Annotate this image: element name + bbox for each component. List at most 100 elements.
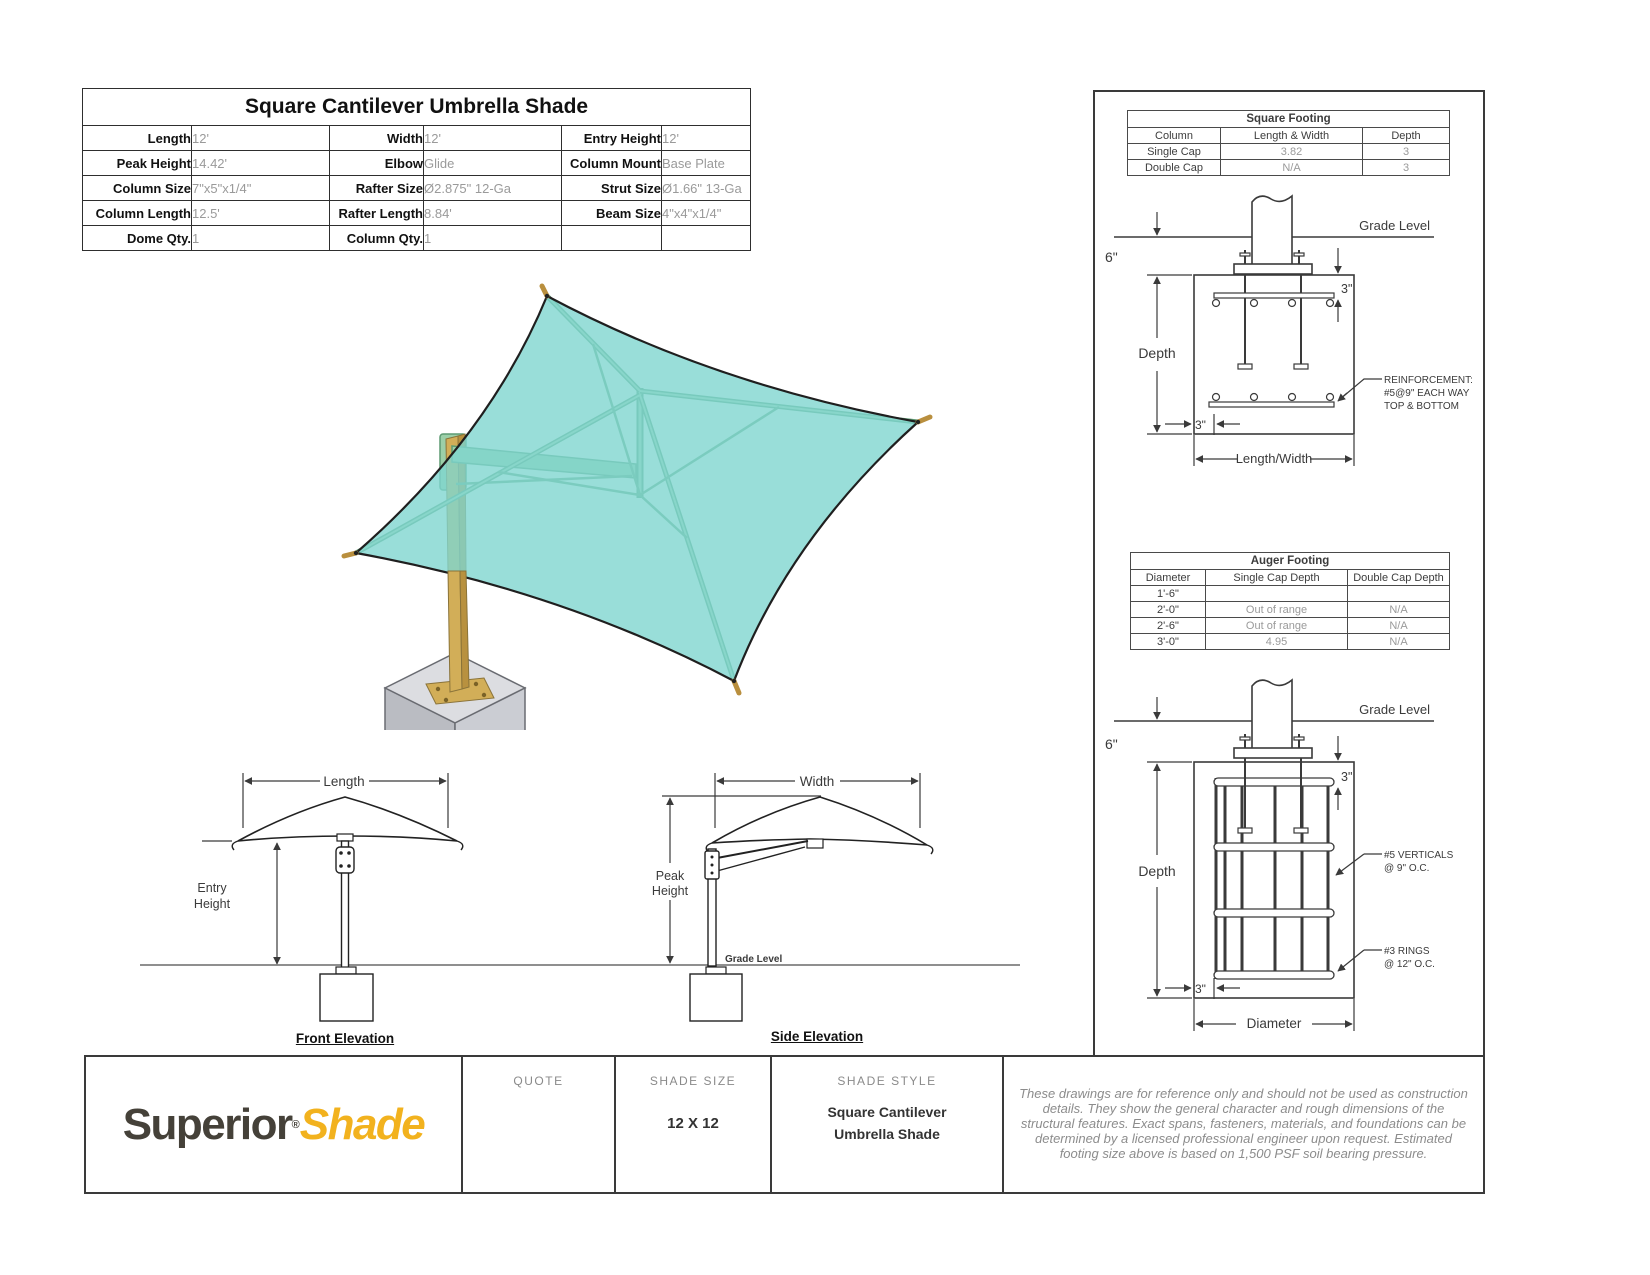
square-footing-title: Square Footing <box>1127 110 1450 128</box>
depth-dim: Depth <box>1138 345 1175 361</box>
row-label: 1'-6" <box>1130 585 1206 602</box>
canopy <box>354 294 920 683</box>
three-inch-bottom-dim: 3" <box>1195 418 1206 432</box>
rebar-verticals <box>1214 778 1330 979</box>
logo-superior: Superior <box>122 1099 293 1149</box>
row-label: 2'-0" <box>1130 601 1206 618</box>
spec-value: Ø1.66" 13-Ga <box>660 175 752 201</box>
square-footing-panel: Square Footing Column Length & Width Dep… <box>1093 90 1485 530</box>
three-inch-top-dim: 3" <box>1341 282 1352 296</box>
grade-level-label: Grade Level <box>1359 702 1430 717</box>
spec-label: Entry Height <box>561 125 662 151</box>
cell-value <box>1347 585 1450 602</box>
entry-height-label-1: Entry <box>197 881 227 895</box>
cell-value: Out of range <box>1205 601 1348 618</box>
spec-value: 4"x4"x1/4" <box>660 200 752 226</box>
spec-label: Length <box>82 125 192 151</box>
corner-points <box>353 293 921 684</box>
spec-value <box>660 225 752 251</box>
spec-value: 12' <box>660 125 752 151</box>
col-header: Double Cap Depth <box>1347 569 1450 586</box>
width-dim-label: Width <box>800 774 835 789</box>
row-label: 2'-6" <box>1130 617 1206 634</box>
grade-line <box>140 964 1020 966</box>
umbrella-3d-render <box>341 283 933 730</box>
peak-height-label-1: Peak <box>656 869 685 883</box>
col-header: Length & Width <box>1220 127 1363 144</box>
spec-value: Base Plate <box>660 150 752 176</box>
spec-label: Elbow <box>329 150 424 176</box>
side-elevation-caption: Side Elevation <box>770 1029 864 1044</box>
spec-value: 1 <box>191 225 330 251</box>
column <box>707 848 717 967</box>
hub <box>806 838 824 849</box>
rings-note-2: @ 12" O.C. <box>1384 959 1435 970</box>
cell-value: 4.95 <box>1205 633 1348 650</box>
quote-label: QUOTE <box>513 1074 564 1088</box>
spec-label: Column Length <box>82 200 192 226</box>
spec-value: 12.5' <box>191 200 330 226</box>
rings-note-1: #3 RINGS <box>1384 946 1430 957</box>
length-dim-label: Length <box>323 774 364 789</box>
footing-block <box>689 973 743 1022</box>
logo-cell: Superior®Shade <box>86 1057 461 1192</box>
auger-footing-diagram: Grade Level <box>1105 678 1454 1031</box>
auger-footing-panel: Auger Footing Diameter Single Cap Depth … <box>1093 526 1485 1057</box>
spec-value: 7"x5"x1/4" <box>191 175 330 201</box>
six-inch-dim: 6" <box>1105 736 1118 752</box>
cell-value: N/A <box>1347 617 1450 634</box>
spec-label: Width <box>329 125 424 151</box>
reinforcement-note-3: TOP & BOTTOM <box>1384 401 1459 412</box>
shade-size-cell: SHADE SIZE 12 X 12 <box>614 1057 770 1192</box>
shade-style-cell: SHADE STYLE Square Cantilever Umbrella S… <box>770 1057 1002 1192</box>
spec-label: Rafter Length <box>329 200 424 226</box>
cell-value: 3.82 <box>1220 143 1363 160</box>
cell-value: 3 <box>1362 143 1450 160</box>
auger-footing-table: Auger Footing Diameter Single Cap Depth … <box>1130 552 1450 650</box>
cell-value: Out of range <box>1205 617 1348 634</box>
grade-level-label: Grade Level <box>725 954 782 965</box>
shade-size-value: 12 X 12 <box>667 1115 719 1132</box>
spec-label: Rafter Size <box>329 175 424 201</box>
diameter-dim: Diameter <box>1247 1016 1302 1031</box>
col-header: Single Cap Depth <box>1205 569 1348 586</box>
grade-level-label: Grade Level <box>1359 218 1430 233</box>
spec-label: Column Mount <box>561 150 662 176</box>
registered-mark: ® <box>291 1118 300 1131</box>
cell-value: N/A <box>1347 633 1450 650</box>
spec-label: Strut Size <box>561 175 662 201</box>
spec-value: 8.84' <box>423 200 562 226</box>
spec-value: Glide <box>423 150 562 176</box>
spec-table: Square Cantilever Umbrella Shade Length … <box>81 88 752 251</box>
cell-value: 3 <box>1362 159 1450 176</box>
front-elevation-caption: Front Elevation <box>295 1031 395 1046</box>
row-label: Double Cap <box>1127 159 1221 176</box>
title-block: Superior®Shade QUOTE SHADE SIZE 12 X 12 … <box>84 1055 1485 1194</box>
spec-value: 12' <box>191 125 330 151</box>
side-elevation-drawing: Width Peak Height Grade Level <box>652 773 934 1022</box>
spec-label: Peak Height <box>82 150 192 176</box>
row-label: 3'-0" <box>1130 633 1206 650</box>
spec-label: Column Size <box>82 175 192 201</box>
col-header: Depth <box>1362 127 1450 144</box>
square-footing-diagram: Grade Level <box>1105 194 1473 466</box>
col-header: Diameter <box>1130 569 1206 586</box>
spec-label: Beam Size <box>561 200 662 226</box>
sheet-title: Square Cantilever Umbrella Shade <box>81 88 752 126</box>
spec-value: Ø2.875" 12-Ga <box>423 175 562 201</box>
shade-size-label: SHADE SIZE <box>649 1074 737 1088</box>
three-inch-top-dim: 3" <box>1341 770 1352 784</box>
disclaimer-cell: These drawings are for reference only an… <box>1002 1057 1483 1192</box>
square-footing-table: Square Footing Column Length & Width Dep… <box>1127 110 1450 176</box>
entry-height-label-2: Height <box>194 897 231 911</box>
cell-value: N/A <box>1220 159 1363 176</box>
depth-dim: Depth <box>1138 863 1175 879</box>
col-header: Column <box>1127 127 1221 144</box>
reinforcement-note-2: #5@9" EACH WAY <box>1384 388 1470 399</box>
verticals-note-2: @ 9" O.C. <box>1384 863 1429 874</box>
front-elevation-drawing: Length Entry Height <box>194 773 464 1022</box>
verticals-note-1: #5 VERTICALS <box>1384 850 1454 861</box>
reinforcement-note-1: REINFORCEMENT: <box>1384 375 1473 386</box>
shade-style-value: Square Cantilever Umbrella Shade <box>827 1104 947 1142</box>
six-inch-dim: 6" <box>1105 249 1118 265</box>
